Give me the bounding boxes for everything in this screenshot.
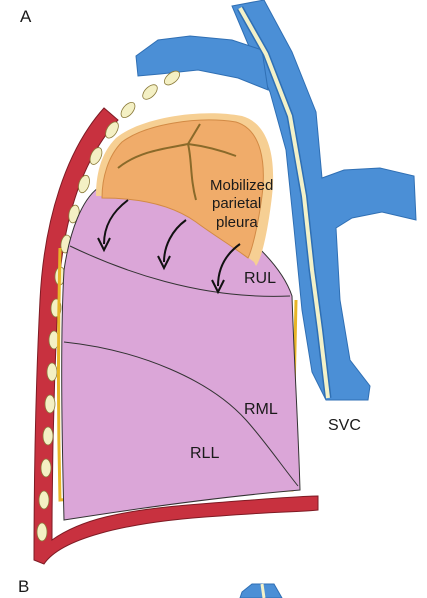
rib-12	[47, 363, 57, 381]
rib-13	[45, 395, 55, 413]
rml-label: RML	[244, 401, 278, 418]
rib-3	[118, 100, 137, 120]
panel-label-a: A	[20, 7, 32, 26]
panel-b-vessel-core	[262, 584, 264, 598]
panel-label-b: B	[18, 577, 29, 596]
mobilized-label-line-2: parietal	[212, 195, 261, 212]
rul-label: RUL	[244, 270, 276, 287]
rib-14	[43, 427, 53, 445]
mobilized-label-line-3: pleura	[216, 214, 258, 231]
mobilized-label-line-1: Mobilized	[210, 177, 273, 194]
rib-16	[39, 491, 49, 509]
svc-label: SVC	[328, 417, 361, 434]
rib-2	[140, 82, 160, 102]
rib-15	[41, 459, 51, 477]
rib-17	[37, 523, 47, 541]
rll-label: RLL	[190, 445, 219, 462]
